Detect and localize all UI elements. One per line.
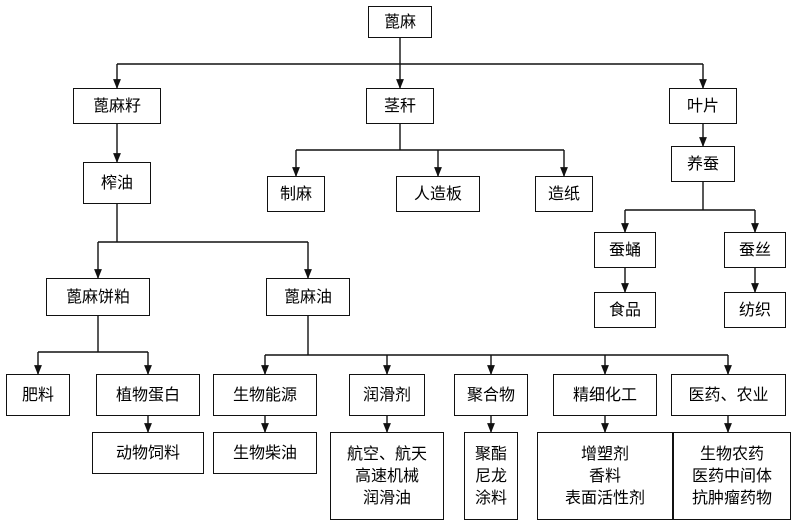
node-castor-seed: 蓖麻籽 <box>73 88 161 124</box>
node-castor-oil: 蓖麻油 <box>266 278 350 316</box>
node-fiber-label: 制麻 <box>279 184 312 203</box>
node-castor-cake: 蓖麻饼粕 <box>46 278 150 316</box>
node-root-label: 蓖麻 <box>383 12 416 31</box>
node-leaf-label: 叶片 <box>686 96 719 115</box>
polymer-use-item: 尼龙 <box>474 466 507 485</box>
node-lubricant-uses: 航空、航天 高速机械 润滑油 <box>330 432 444 520</box>
node-textile: 纺织 <box>724 292 786 328</box>
node-plant-protein: 植物蛋白 <box>96 374 200 416</box>
node-stem-label: 茎秆 <box>383 96 416 115</box>
node-castor-oil-label: 蓖麻油 <box>283 287 332 306</box>
node-animal-feed: 动物饲料 <box>92 432 204 474</box>
node-pupa-label: 蚕蛹 <box>608 240 641 259</box>
node-silk-label: 蚕丝 <box>738 240 771 259</box>
polymer-use-item: 涂料 <box>474 488 507 507</box>
node-press-oil: 榨油 <box>83 162 151 204</box>
node-pharma-agriculture-uses: 生物农药 医药中间体 抗肿瘤药物 <box>673 432 791 520</box>
node-lubricant-label: 润滑剂 <box>362 385 411 404</box>
node-fine-chemical-label: 精细化工 <box>572 385 637 404</box>
node-textile-label: 纺织 <box>738 300 771 319</box>
polymer-use-item: 聚酯 <box>474 444 507 463</box>
node-silkworm: 养蚕 <box>671 146 735 182</box>
node-fiber: 制麻 <box>267 176 325 212</box>
pharma-agri-use-item: 医药中间体 <box>691 466 772 485</box>
node-castor-seed-label: 蓖麻籽 <box>92 96 141 115</box>
node-fine-chemical-uses: 增塑剂 香料 表面活性剂 <box>537 432 673 520</box>
node-silkworm-label: 养蚕 <box>686 154 719 173</box>
fine-chemical-use-item: 表面活性剂 <box>564 488 645 507</box>
node-paper-label: 造纸 <box>547 184 580 203</box>
node-press-oil-label: 榨油 <box>100 173 133 192</box>
node-pupa: 蚕蛹 <box>594 232 656 268</box>
node-food: 食品 <box>594 292 656 328</box>
node-board-label: 人造板 <box>413 184 462 203</box>
node-fertilizer-label: 肥料 <box>21 385 54 404</box>
node-polymer-label: 聚合物 <box>466 385 515 404</box>
fine-chemical-use-item: 增塑剂 <box>580 444 629 463</box>
node-board: 人造板 <box>396 176 480 212</box>
node-leaf: 叶片 <box>669 88 737 124</box>
node-castor-cake-label: 蓖麻饼粕 <box>65 287 130 306</box>
node-stem: 茎秆 <box>366 88 434 124</box>
node-food-label: 食品 <box>608 300 641 319</box>
node-fine-chemical: 精细化工 <box>553 374 657 416</box>
node-lubricant: 润滑剂 <box>349 374 425 416</box>
node-plant-protein-label: 植物蛋白 <box>115 385 180 404</box>
lubricant-use-item: 润滑油 <box>362 488 411 507</box>
node-biodiesel: 生物柴油 <box>213 432 317 474</box>
node-animal-feed-label: 动物饲料 <box>115 443 180 462</box>
lubricant-use-item: 高速机械 <box>354 466 419 485</box>
node-fertilizer: 肥料 <box>6 374 70 416</box>
node-biodiesel-label: 生物柴油 <box>232 443 297 462</box>
node-bioenergy: 生物能源 <box>213 374 317 416</box>
pharma-agri-use-item: 生物农药 <box>699 444 764 463</box>
node-pharma-agriculture-label: 医药、农业 <box>688 385 769 404</box>
node-root-castor: 蓖麻 <box>368 6 432 38</box>
node-silk: 蚕丝 <box>724 232 786 268</box>
node-polymer: 聚合物 <box>454 374 528 416</box>
lubricant-use-item: 航空、航天 <box>346 444 427 463</box>
node-paper: 造纸 <box>535 176 593 212</box>
node-pharma-agriculture: 医药、农业 <box>671 374 786 416</box>
node-polymer-uses: 聚酯 尼龙 涂料 <box>464 432 518 520</box>
node-bioenergy-label: 生物能源 <box>232 385 297 404</box>
fine-chemical-use-item: 香料 <box>588 466 621 485</box>
pharma-agri-use-item: 抗肿瘤药物 <box>691 488 772 507</box>
